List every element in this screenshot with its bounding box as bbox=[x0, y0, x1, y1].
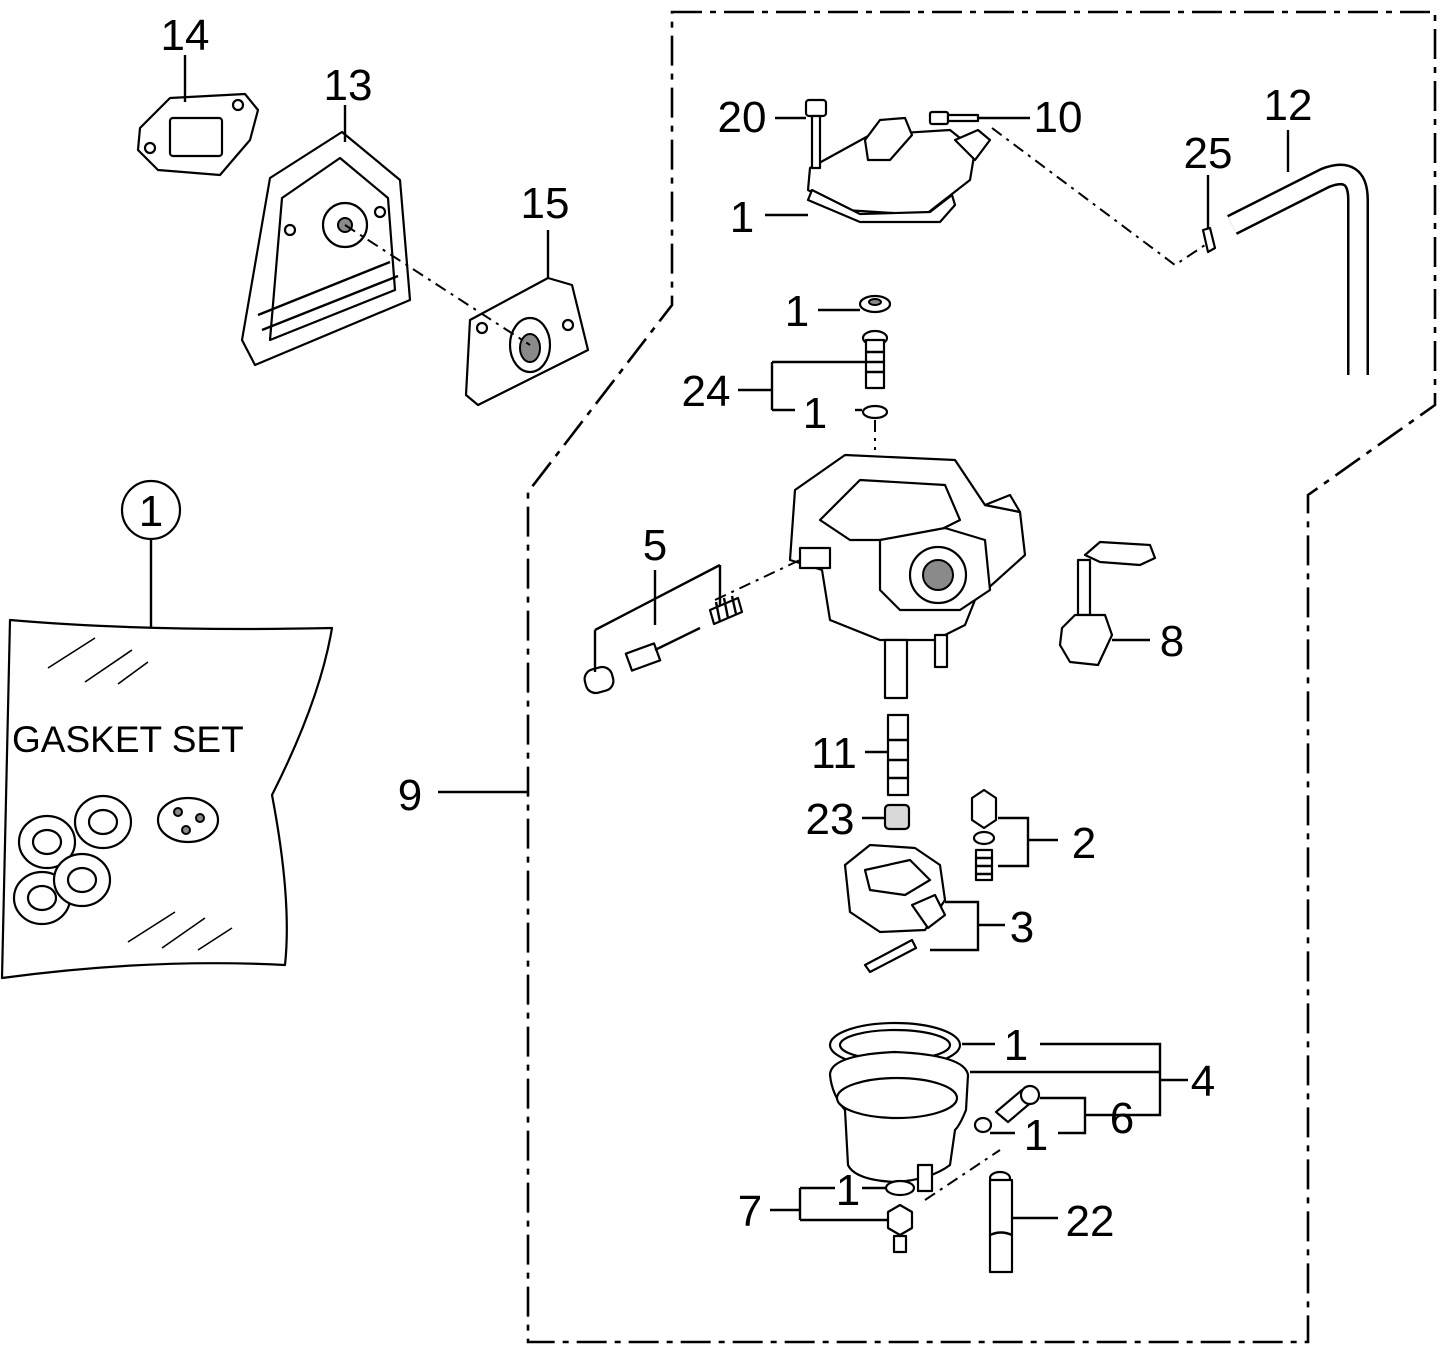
callout-8: 8 bbox=[1160, 617, 1184, 666]
callout-7: 7 bbox=[738, 1187, 762, 1236]
callout-24: 24 bbox=[682, 367, 731, 416]
callout-1-drain-washer: 1 bbox=[836, 1166, 860, 1215]
part-4-float-bowl bbox=[828, 1021, 970, 1193]
part-1-cover-gasket bbox=[806, 188, 957, 224]
callout-1-bowl-gasket: 1 bbox=[1004, 1021, 1028, 1070]
gasket-set-callout-number: 1 bbox=[139, 487, 163, 536]
callout-14: 14 bbox=[161, 11, 210, 60]
callout-15: 15 bbox=[521, 179, 570, 228]
callout-1-plug-cap: 1 bbox=[785, 287, 809, 336]
gasket-set-rings bbox=[12, 794, 220, 926]
callout-1-cover-gasket: 1 bbox=[730, 193, 754, 242]
part-5-pilot-screw bbox=[583, 595, 744, 695]
callout-1-bowl-screw: 1 bbox=[1024, 1111, 1048, 1160]
callout-20: 20 bbox=[718, 93, 767, 142]
dash-13-15 bbox=[344, 224, 531, 346]
callout-12: 12 bbox=[1264, 81, 1313, 130]
callout-1-needle-washer: 1 bbox=[803, 389, 827, 438]
part-top-cover bbox=[806, 116, 992, 217]
callout-22: 22 bbox=[1066, 1197, 1115, 1246]
part-3-float-valve bbox=[843, 843, 947, 974]
part-23-main-jet bbox=[883, 803, 911, 831]
part-8-float bbox=[1058, 540, 1157, 667]
dash-10-25 bbox=[991, 127, 1206, 267]
gasket-set-bag bbox=[0, 618, 334, 980]
part-6-bowl-screw bbox=[973, 1084, 1041, 1134]
callout-11: 11 bbox=[811, 729, 857, 778]
callout-2: 2 bbox=[1072, 819, 1096, 868]
part-10-screw bbox=[928, 110, 980, 126]
assembly-boundary-9 bbox=[526, 10, 1437, 1344]
dash-bowl-22 bbox=[924, 1149, 1001, 1201]
callout-23: 23 bbox=[806, 795, 855, 844]
part-1-needle-washer bbox=[861, 404, 889, 420]
leader-lines bbox=[183, 55, 1290, 1222]
callout-5: 5 bbox=[643, 521, 667, 570]
dash-body-needle bbox=[714, 559, 801, 601]
part-11-main-nozzle bbox=[886, 713, 910, 797]
gasket-set-callout-circle bbox=[120, 479, 182, 541]
callout-6: 6 bbox=[1110, 1094, 1134, 1143]
part-12-fuel-hose bbox=[1227, 163, 1369, 375]
carburetor-body bbox=[788, 453, 1027, 700]
part-2-drain-screw bbox=[970, 788, 998, 882]
part-1-plug-cap bbox=[858, 294, 892, 314]
callout-25: 25 bbox=[1184, 129, 1233, 178]
callout-10: 10 bbox=[1034, 93, 1083, 142]
part-22-drain-tube bbox=[988, 1170, 1014, 1274]
part-24-float-needle bbox=[861, 329, 889, 390]
part-14-gasket bbox=[136, 92, 260, 177]
part-25-clip bbox=[1201, 226, 1217, 254]
callout-9: 9 bbox=[398, 771, 422, 820]
part-13-bracket bbox=[240, 130, 412, 367]
callout-4: 4 bbox=[1191, 1057, 1215, 1106]
callout-3: 3 bbox=[1010, 903, 1034, 952]
part-15-insulator bbox=[464, 276, 590, 407]
part-7-drain-bolt bbox=[884, 1179, 916, 1254]
gasket-set-label: GASKET SET bbox=[12, 719, 244, 760]
part-20-screw bbox=[804, 98, 828, 170]
callout-13: 13 bbox=[324, 61, 373, 110]
